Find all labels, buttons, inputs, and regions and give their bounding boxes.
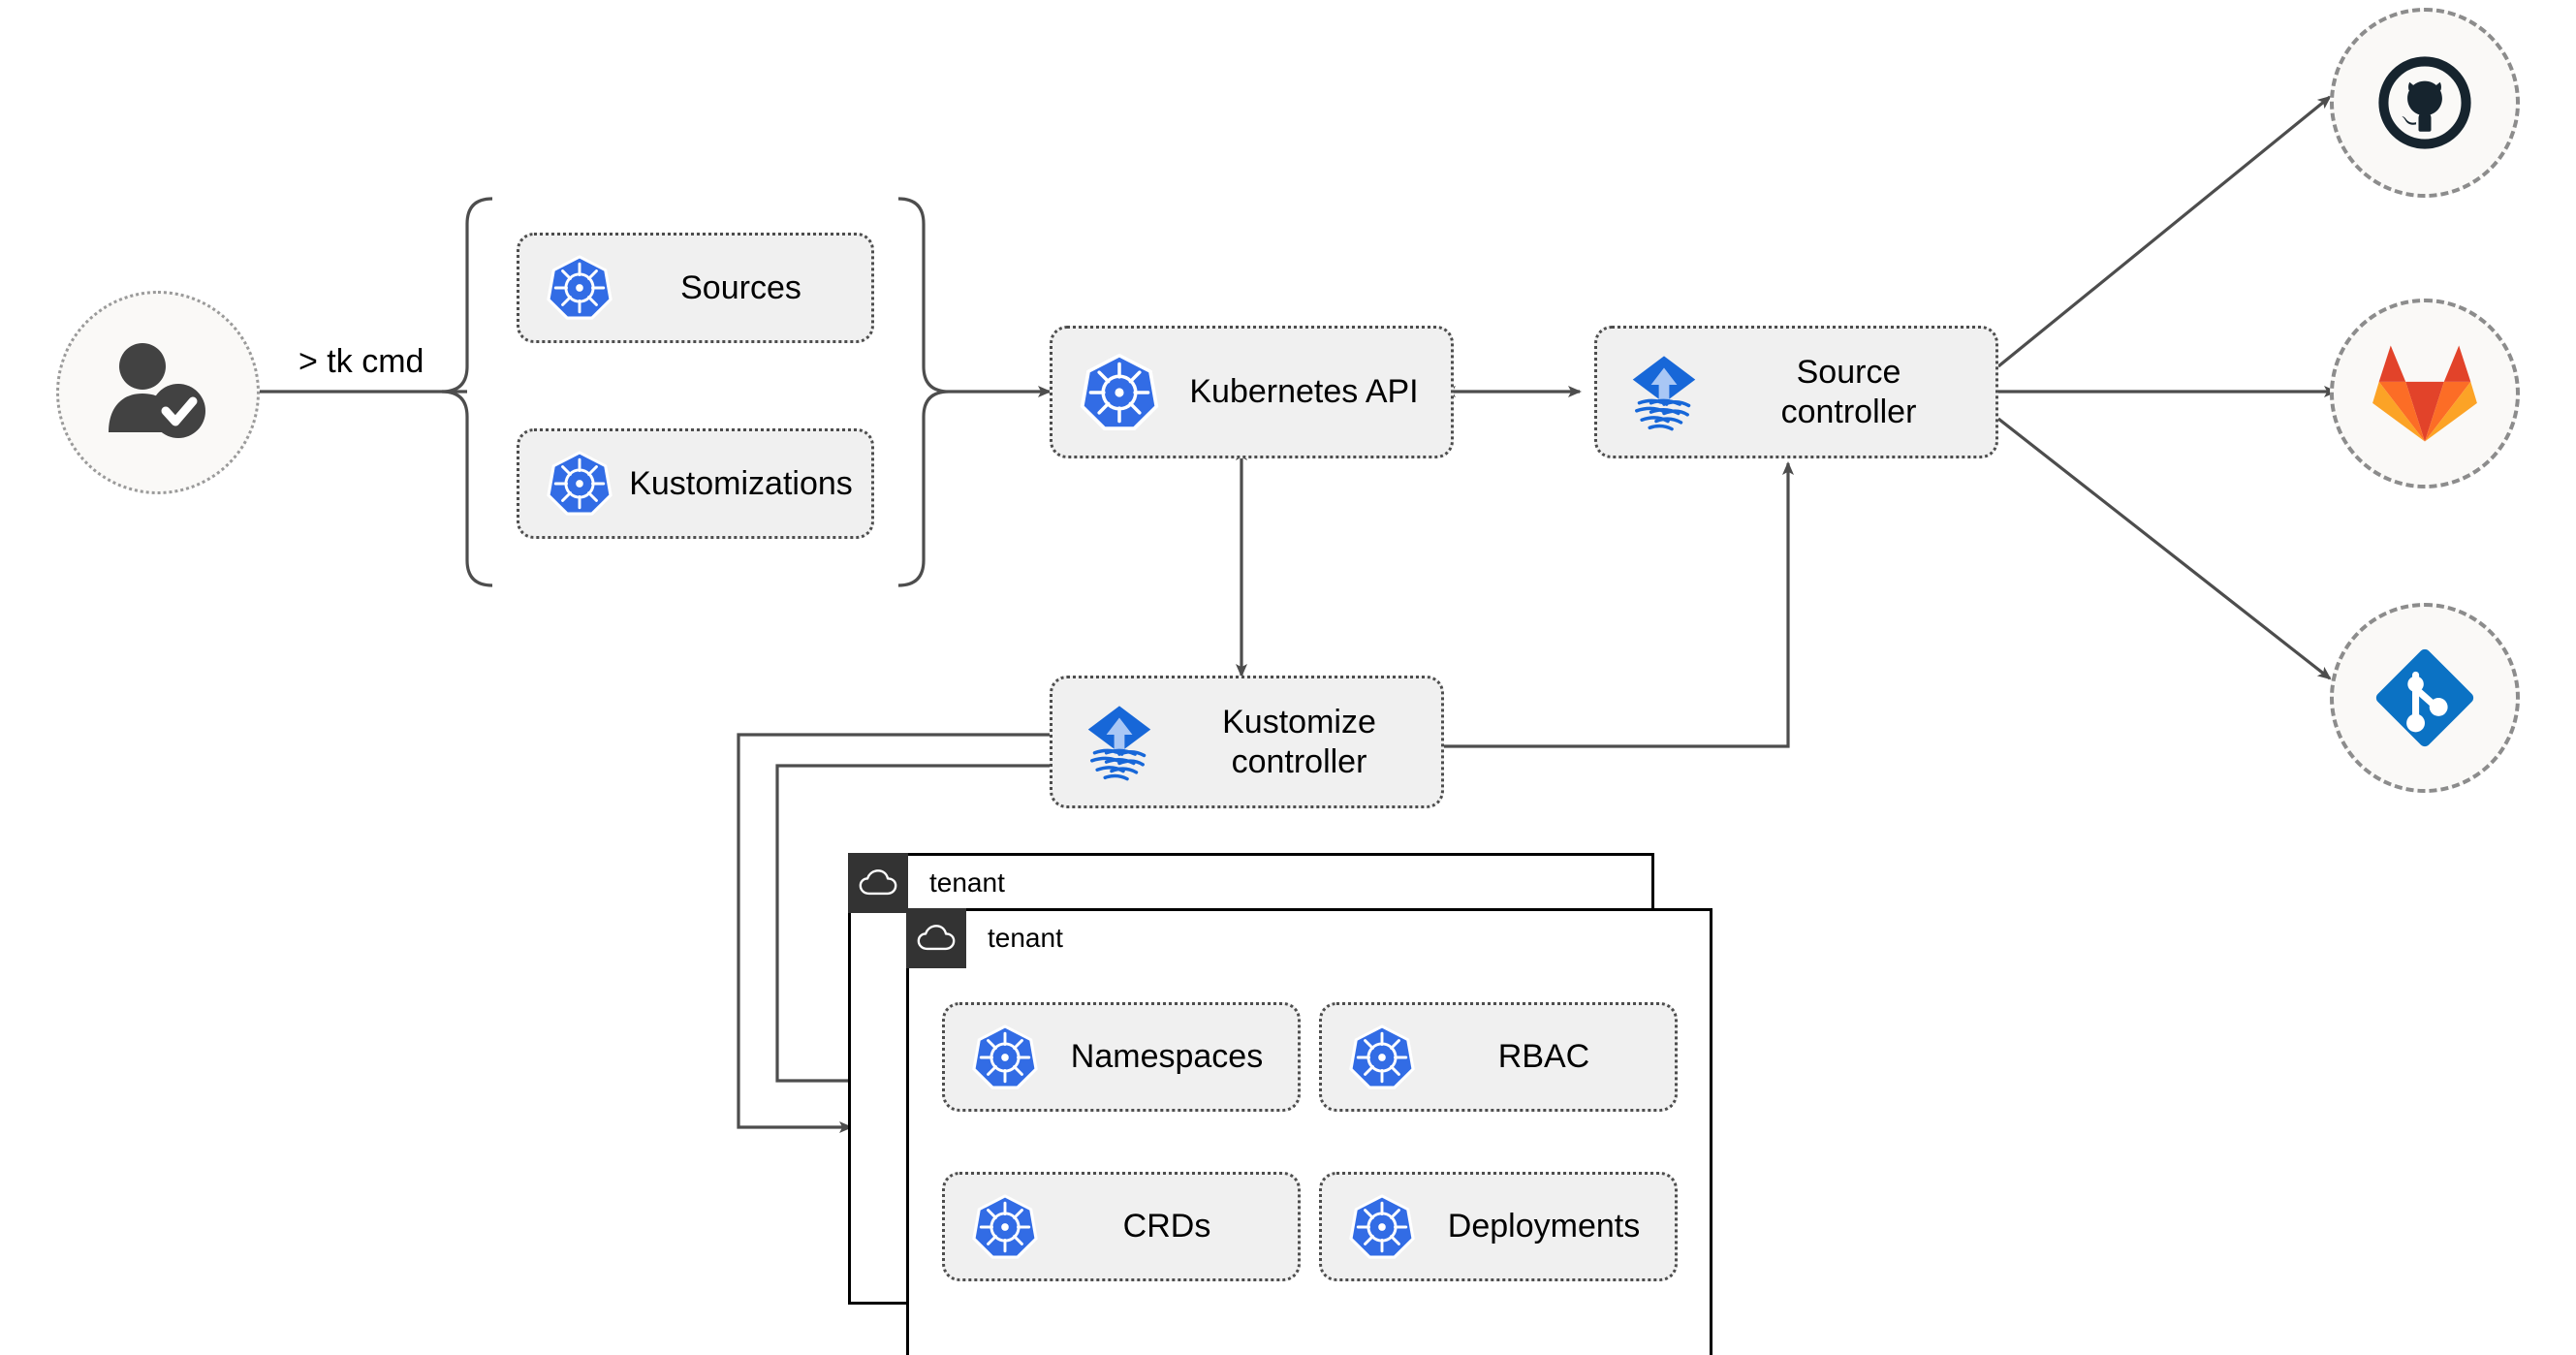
git-provider-git-repository[interactable] (2330, 603, 2520, 793)
node-label-kubernetes-api: Kubernetes API (1189, 373, 1419, 411)
tenant-resource-label-namespaces: Namespaces (1070, 1038, 1264, 1076)
tenant-tab-1: tenant (848, 853, 1005, 913)
brace-left (441, 197, 493, 587)
resource-label-sources: Sources (680, 268, 801, 306)
flux-icon (1087, 705, 1151, 780)
tenant-resource-label-rbac: RBAC (1497, 1038, 1590, 1076)
tenant-resource-label-crds: CRDs (1122, 1208, 1211, 1245)
tenant-resource-namespaces[interactable]: Namespaces (942, 1002, 1301, 1112)
cloud-icon (848, 853, 908, 913)
tenant-resource-rbac[interactable]: RBAC (1319, 1002, 1678, 1112)
edge-source-to-github (1996, 95, 2332, 368)
kubernetes-icon (547, 451, 613, 516)
kubernetes-icon (1080, 353, 1159, 430)
tenant-label-1: tenant (929, 867, 1005, 898)
resource-box-sources[interactable]: Sources (517, 233, 874, 343)
brace-right (897, 197, 950, 587)
gitlab-icon (2372, 345, 2477, 442)
node-label-source-controller: Source controller (1780, 354, 1917, 430)
kubernetes-icon (1349, 1193, 1415, 1259)
tenant-tab-2: tenant (906, 908, 1063, 968)
kubernetes-icon (547, 255, 613, 320)
kubernetes-icon (972, 1193, 1038, 1259)
kubernetes-icon (972, 1024, 1038, 1089)
github-icon (2378, 56, 2471, 149)
node-source-controller[interactable]: Source controller (1594, 326, 1998, 458)
resource-box-kustomizations[interactable]: Kustomizations (517, 428, 874, 539)
resource-label-kustomizations: Kustomizations (629, 464, 853, 502)
git-diamond-icon (2375, 648, 2474, 747)
user-check-icon (109, 343, 205, 438)
git-provider-github[interactable] (2330, 8, 2520, 198)
actor-user-circle[interactable] (56, 291, 260, 494)
flux-icon (1632, 355, 1696, 430)
kubernetes-icon (1349, 1024, 1415, 1089)
tenant-resource-crds[interactable]: CRDs (942, 1172, 1301, 1281)
tenant-resource-label-deployments: Deployments (1447, 1208, 1641, 1245)
git-provider-gitlab[interactable] (2330, 299, 2520, 488)
tenant-label-2: tenant (988, 923, 1063, 953)
cloud-icon (906, 908, 966, 968)
node-kustomize-controller[interactable]: Kustomize controller (1050, 676, 1444, 808)
node-label-kustomize-controller: Kustomize controller (1222, 704, 1376, 780)
edge-label-tk-cmd: > tk cmd (291, 341, 432, 383)
edge-source-to-git-repo (1997, 417, 2332, 680)
edge-kustomize-to-source-controller (1444, 461, 1794, 748)
tenant-resource-deployments[interactable]: Deployments (1319, 1172, 1678, 1281)
node-kubernetes-api[interactable]: Kubernetes API (1050, 326, 1454, 458)
tenant-card-2[interactable]: tenant Namespaces (906, 908, 1712, 1355)
